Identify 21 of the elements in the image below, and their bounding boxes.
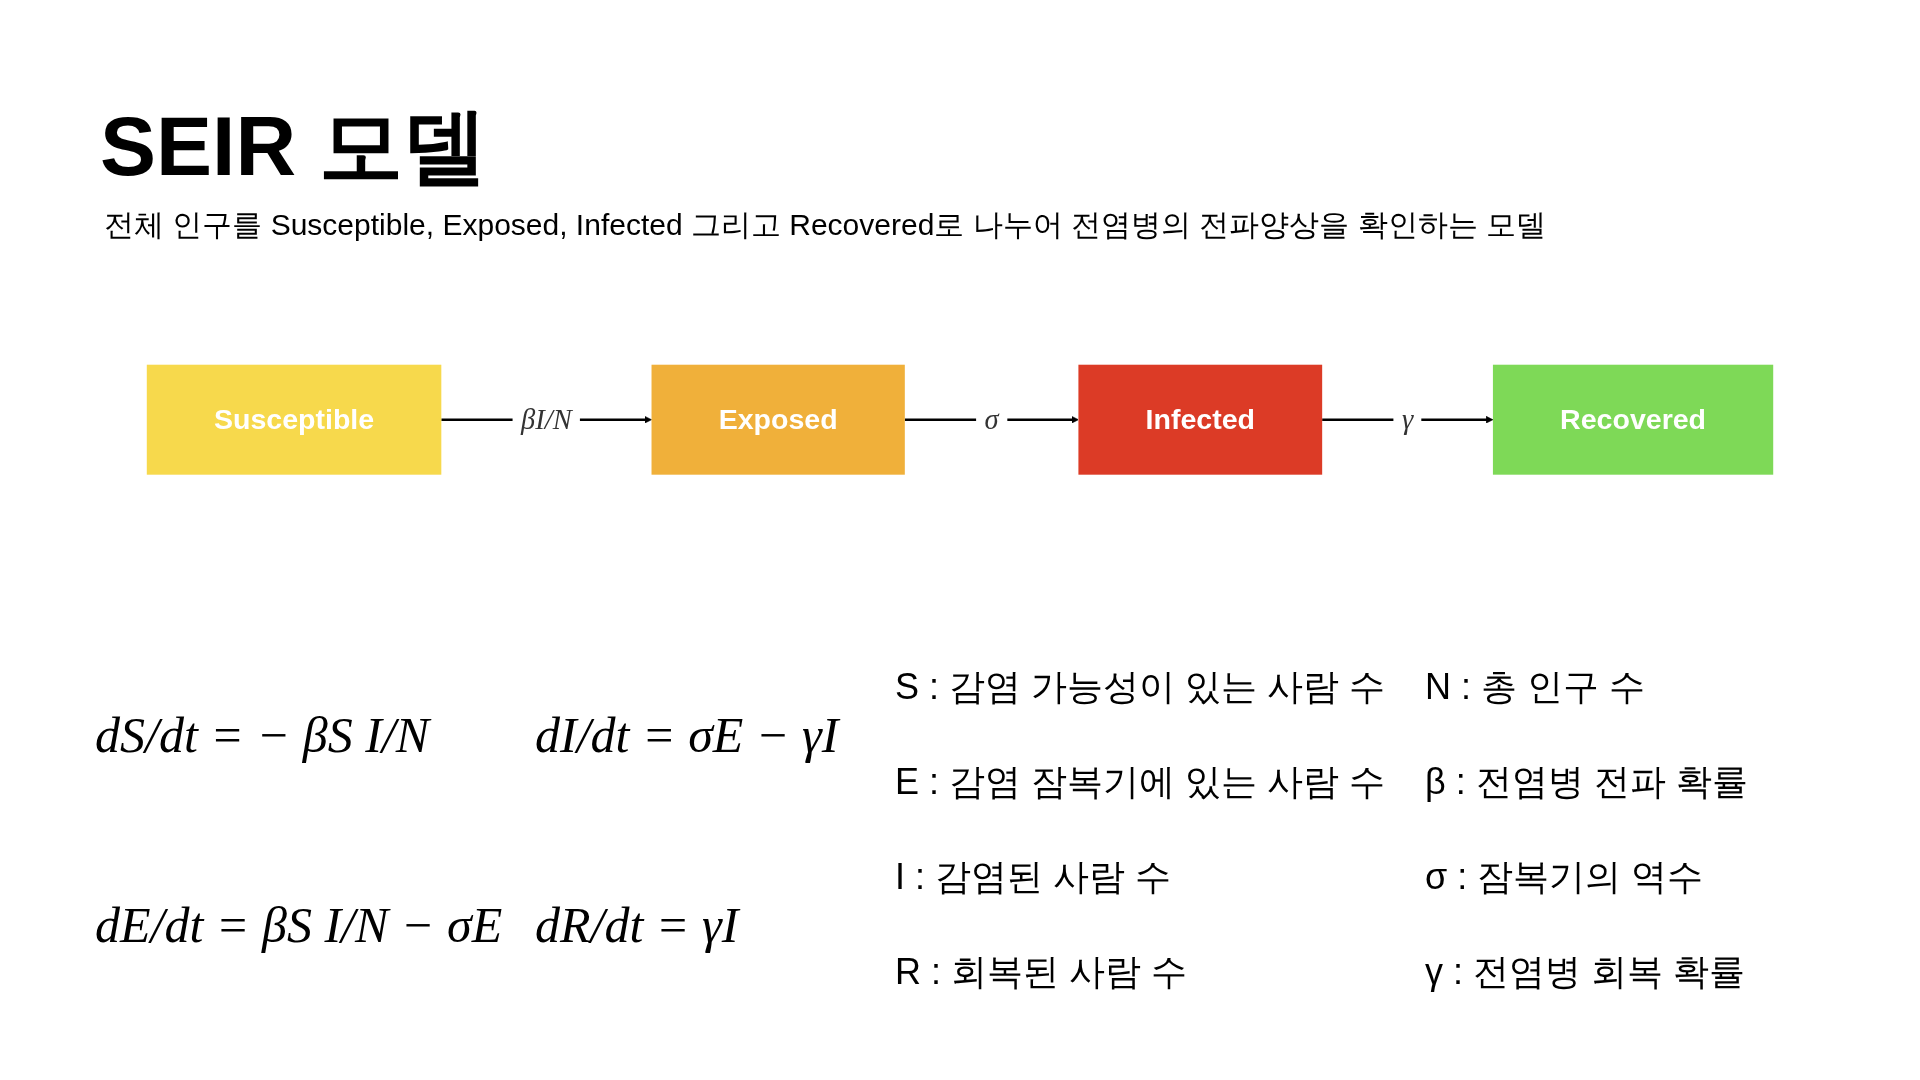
edge-label: σ: [984, 404, 999, 436]
equation: dS/dt = − βS I/N: [95, 706, 433, 764]
definition-text: β : 전염병 전파 확률: [1425, 760, 1749, 804]
node-box: Infected: [1078, 365, 1323, 475]
equation: dE/dt = βS I/N − σE: [95, 896, 504, 954]
edge-label: βI/N: [521, 404, 572, 436]
node-box: Recovered: [1492, 365, 1774, 475]
definition-text: σ : 잠복기의 역수: [1425, 855, 1705, 899]
definition-text: I : 감염된 사람 수: [895, 855, 1172, 899]
equation: dI/dt = σE − γI: [535, 706, 842, 764]
node-box: Exposed: [651, 365, 905, 475]
definition-text: γ : 전염병 회복 확률: [1425, 950, 1746, 994]
definition-text: E : 감염 잠복기에 있는 사람 수: [895, 760, 1387, 804]
equation: dR/dt = γI: [535, 896, 742, 954]
definition-text: R : 회복된 사람 수: [895, 950, 1188, 994]
edge-label: γ: [1401, 404, 1414, 436]
definition-text: S : 감염 가능성이 있는 사람 수: [895, 665, 1387, 709]
title: SEIR 모델: [100, 98, 488, 195]
subtitle: 전체 인구를 Susceptible, Exposed, Infected 그리고 Recovered로 나누어 전염병의 전파양상을 확인하는 모델: [104, 207, 1547, 243]
node-box: Susceptible: [146, 365, 442, 475]
definition-text: N : 총 인구 수: [1425, 665, 1646, 709]
